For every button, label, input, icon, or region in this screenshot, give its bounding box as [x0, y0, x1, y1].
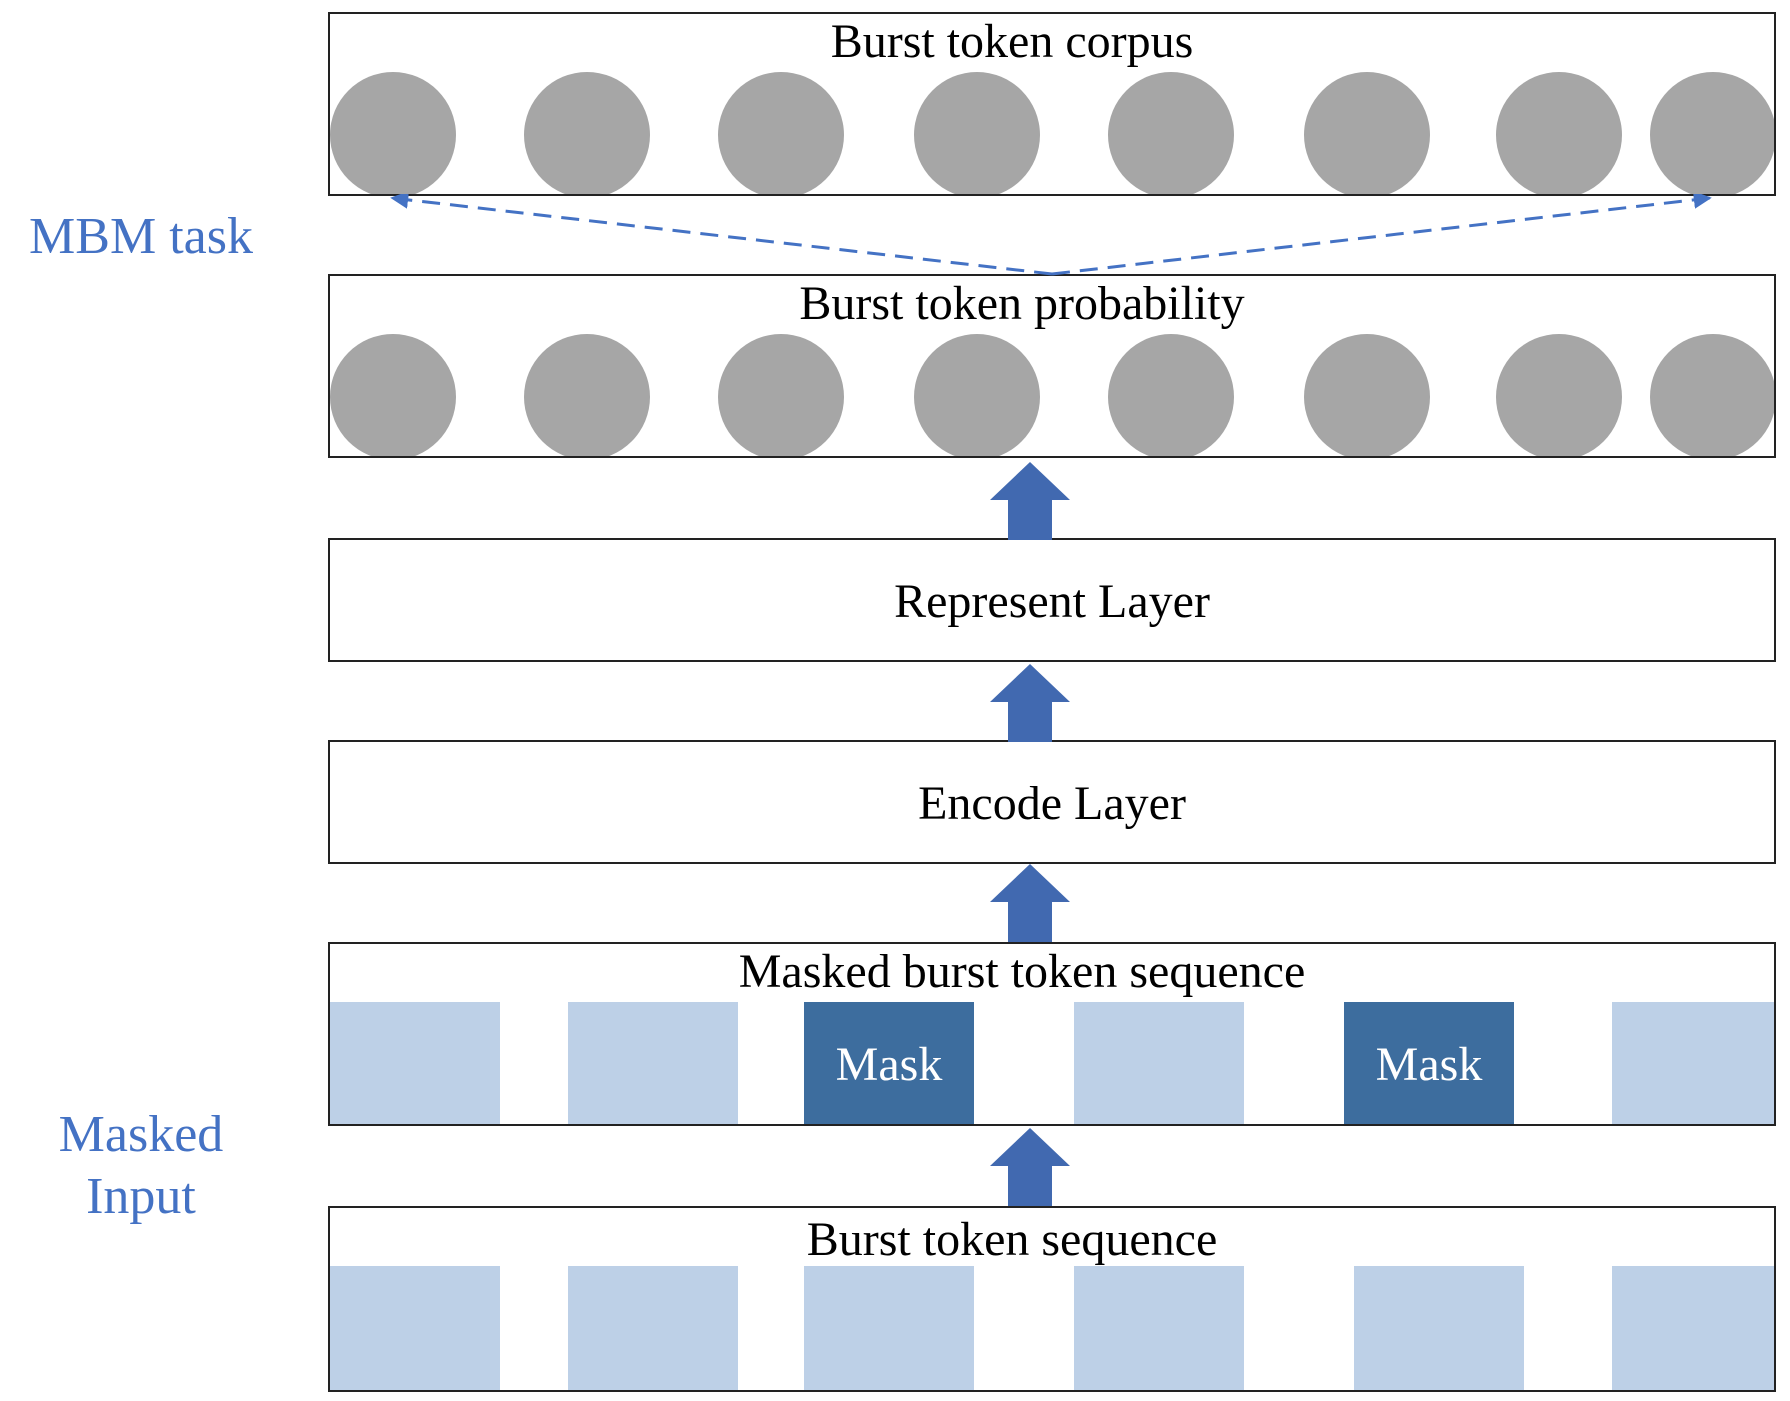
burst-token-probability-box: Burst token probability	[328, 274, 1776, 458]
probability-circle	[330, 334, 456, 456]
burst-token-sequence-title: Burst token sequence	[806, 1213, 1218, 1266]
corpus-circle	[1108, 72, 1234, 194]
masked-sequence-token	[1612, 1002, 1774, 1124]
dashed-arrow-right	[1051, 190, 1712, 276]
sequence-token	[568, 1266, 738, 1390]
probability-circle	[718, 334, 844, 456]
up-arrow-icon	[990, 864, 1070, 942]
probability-circle	[524, 334, 650, 456]
dashed-arrow-left	[390, 190, 1053, 276]
corpus-circle	[330, 72, 456, 194]
burst-token-sequence-box: Burst token sequence	[328, 1206, 1776, 1392]
burst-token-probability-title: Burst token probability	[799, 277, 1245, 330]
corpus-circle	[1650, 72, 1774, 194]
masked-input-label-line-1: Masked	[58, 1106, 224, 1163]
sequence-token	[1074, 1266, 1244, 1390]
probability-circle	[1108, 334, 1234, 456]
corpus-circle	[1304, 72, 1430, 194]
sequence-token	[804, 1266, 974, 1390]
masked-input-label-line-2: Input	[86, 1168, 196, 1226]
represent-layer-box: Represent Layer	[328, 538, 1776, 662]
sequence-token	[1354, 1266, 1524, 1390]
sequence-token	[330, 1266, 500, 1390]
corpus-circle	[1496, 72, 1622, 194]
encode-layer-title: Encode Layer	[918, 777, 1186, 830]
mask-token: Mask	[804, 1002, 974, 1124]
masked-burst-token-sequence-title: Masked burst token sequence	[738, 945, 1306, 998]
burst-token-corpus-box: Burst token corpus	[328, 12, 1776, 196]
probability-circle	[1496, 334, 1622, 456]
probability-circle	[1650, 334, 1774, 456]
mask-token: Mask	[1344, 1002, 1514, 1124]
masked-input-label: Masked Input	[10, 1104, 272, 1229]
up-arrow-icon	[990, 664, 1070, 742]
encode-layer-box: Encode Layer	[328, 740, 1776, 864]
probability-circle	[1304, 334, 1430, 456]
mbm-task-label: MBM task	[29, 208, 253, 265]
burst-token-corpus-title: Burst token corpus	[830, 15, 1194, 68]
corpus-circle	[914, 72, 1040, 194]
corpus-circle	[524, 72, 650, 194]
masked-sequence-token	[1074, 1002, 1244, 1124]
sequence-token	[1612, 1266, 1774, 1390]
up-arrow-icon	[990, 462, 1070, 540]
corpus-circle	[718, 72, 844, 194]
masked-sequence-token	[330, 1002, 500, 1124]
up-arrow-icon	[990, 1128, 1070, 1206]
represent-layer-title: Represent Layer	[894, 575, 1210, 628]
masked-sequence-token	[568, 1002, 738, 1124]
masked-burst-token-sequence-box: Masked burst token sequence Mask Mask	[328, 942, 1776, 1126]
probability-circle	[914, 334, 1040, 456]
